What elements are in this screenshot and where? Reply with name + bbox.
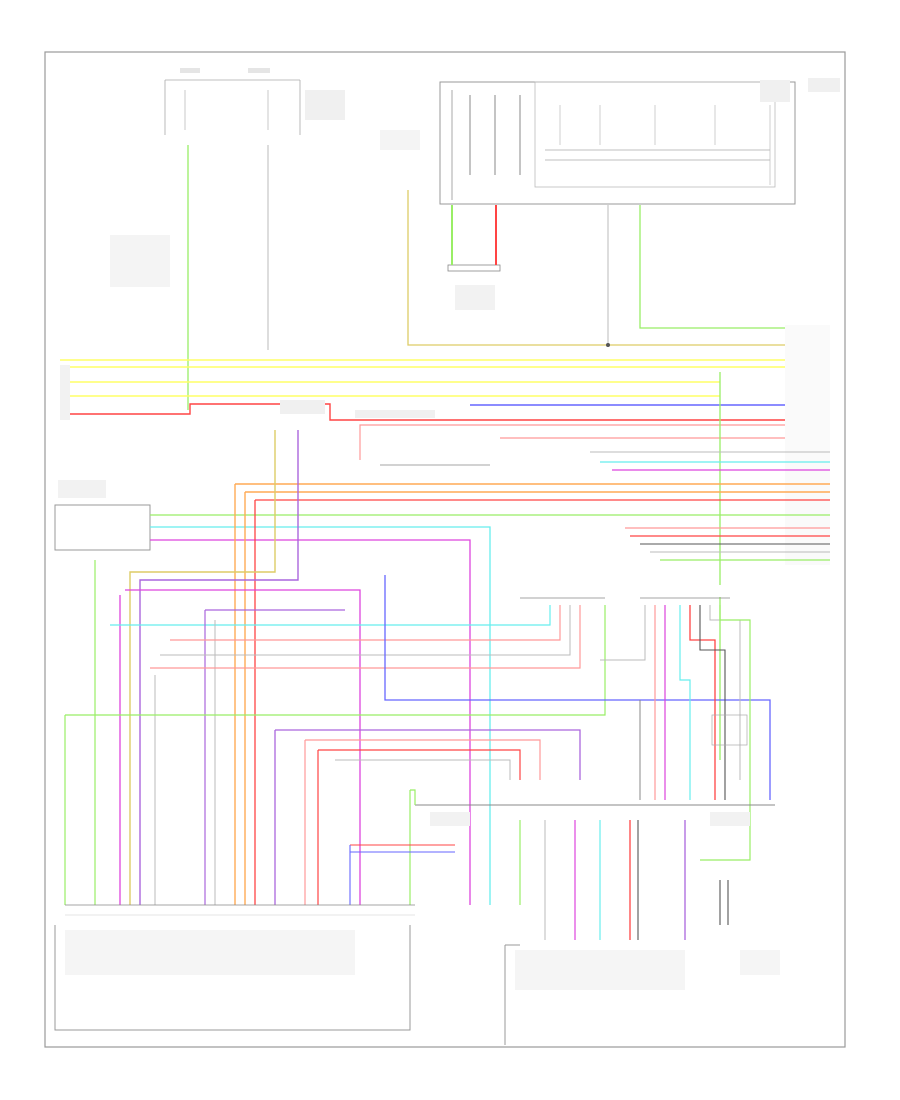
module-left	[54, 480, 830, 905]
connector-b	[640, 585, 730, 599]
diagram-frame	[44, 51, 846, 1048]
connector-c	[415, 804, 775, 826]
switch-cluster	[439, 78, 840, 205]
connector-small	[447, 205, 501, 310]
horizontal-bus	[60, 325, 830, 760]
connector-a	[515, 585, 605, 599]
lower-box-right	[504, 944, 780, 1045]
lower-box-left	[54, 925, 411, 1031]
connector-d	[65, 904, 415, 916]
fuse-box	[164, 68, 345, 135]
